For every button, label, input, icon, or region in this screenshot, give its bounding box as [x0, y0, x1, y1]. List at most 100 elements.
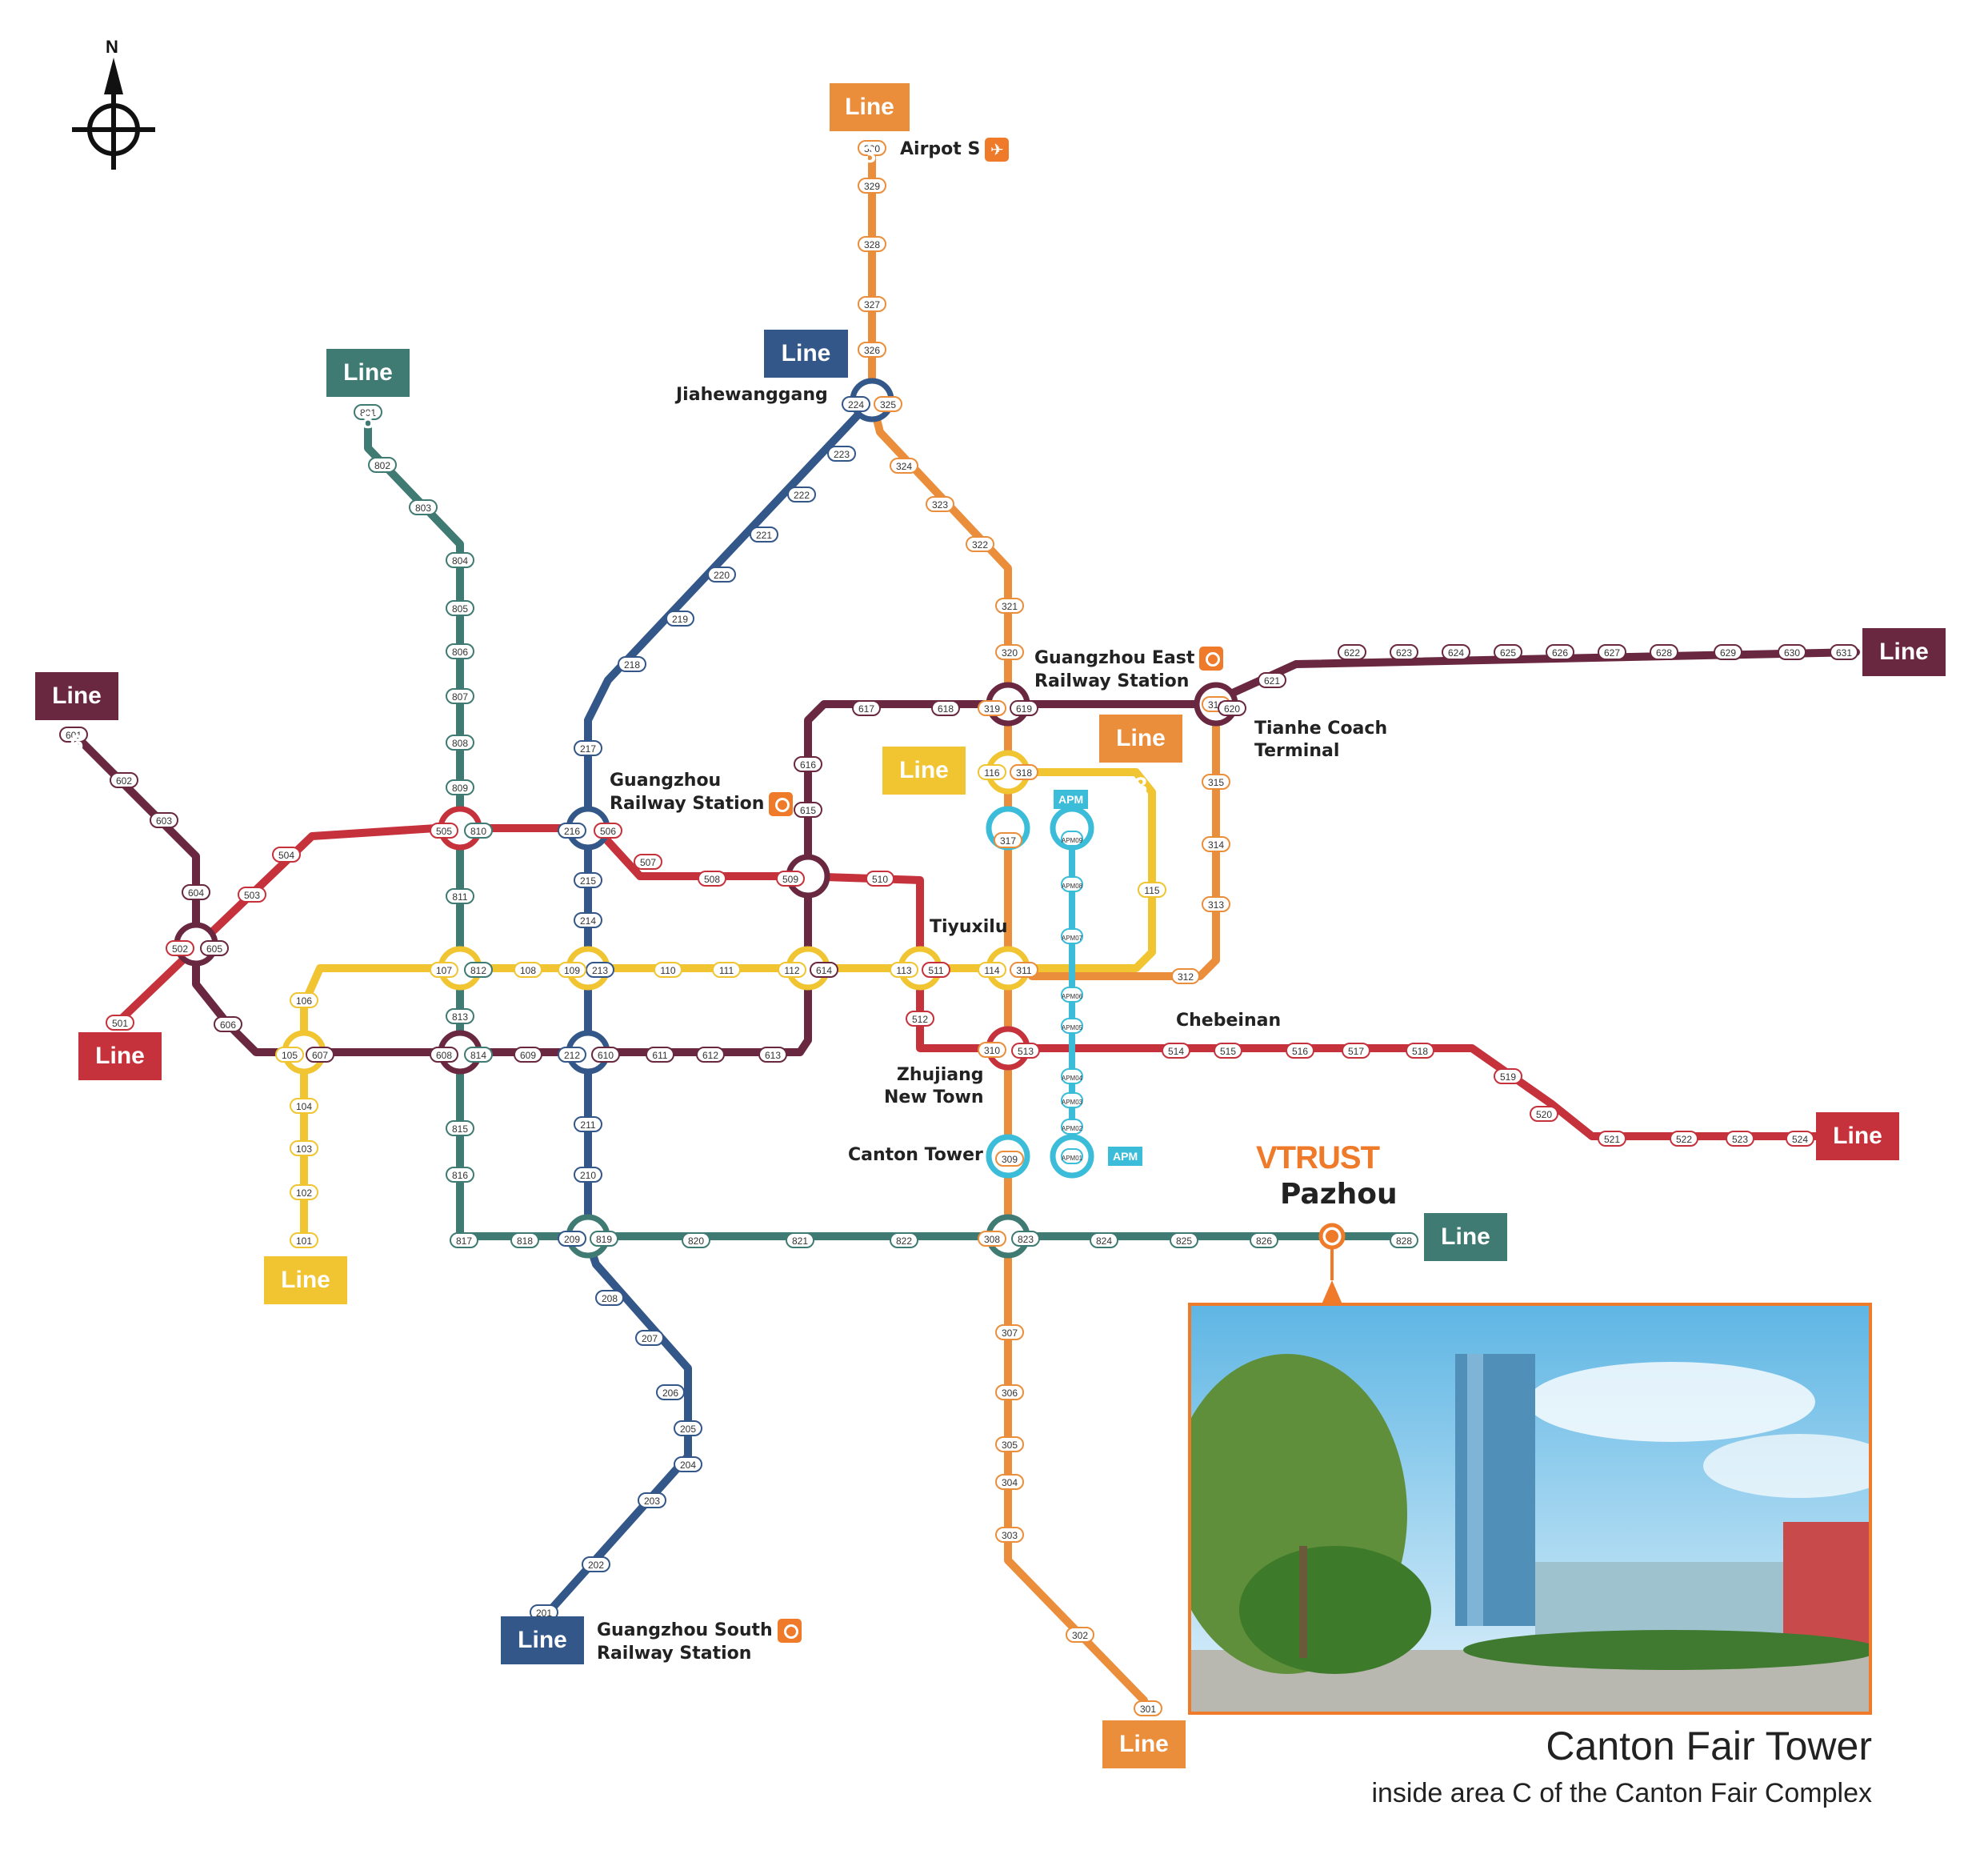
jiahewanggang-label[interactable]: Jiahewanggang	[676, 384, 828, 406]
station-code-line1-107: 107	[436, 965, 452, 976]
station-code-line6-603: 603	[156, 815, 172, 827]
station-code-line3-313: 313	[1208, 899, 1224, 911]
station-code-line2-218: 218	[624, 659, 640, 671]
station-code-line6-604: 604	[188, 887, 204, 899]
station-code-line5-513: 513	[1018, 1046, 1034, 1057]
station-code-line3-323: 323	[932, 499, 948, 511]
station-code-apm-APM05: APM05	[1062, 1024, 1083, 1031]
station-code-line6-628: 628	[1656, 647, 1672, 659]
station-code-line2-223: 223	[834, 449, 850, 460]
apm-tag-bottom[interactable]: APM	[1108, 1147, 1142, 1166]
station-code-apm-APM01: APM01	[1062, 1155, 1083, 1162]
gz-south-label[interactable]: Guangzhou South Railway Station	[597, 1619, 802, 1665]
line6-tag-left[interactable]: Line 6	[35, 672, 118, 720]
airplane-icon: ✈	[985, 138, 1009, 162]
gz-east-name-1: Guangzhou East	[1034, 648, 1194, 668]
station-code-line2-209: 209	[564, 1234, 580, 1245]
station-code-line2-210: 210	[580, 1170, 596, 1181]
station-code-line2-216: 216	[564, 826, 580, 837]
station-code-line6-605: 605	[206, 943, 222, 955]
line8-tag-right[interactable]: Line 8	[1424, 1213, 1507, 1261]
station-code-line3-320: 320	[1002, 647, 1018, 659]
gz-east-label[interactable]: Guangzhou East Railway Station	[1034, 647, 1223, 693]
line3-tag-bottom[interactable]: Line 3	[1102, 1720, 1186, 1768]
station-code-line3-318: 318	[1016, 767, 1032, 779]
line6-tag-right[interactable]: Line 6	[1862, 628, 1946, 676]
station-code-line3-310: 310	[984, 1045, 1000, 1056]
station-code-line8-828: 828	[1396, 1235, 1412, 1247]
station-code-line5-516: 516	[1292, 1046, 1308, 1057]
station-code-line8-813: 813	[452, 1011, 468, 1023]
station-code-line2-206: 206	[662, 1387, 678, 1399]
station-code-line1-101: 101	[296, 1235, 312, 1247]
caption-title: Canton Fair Tower	[1546, 1723, 1872, 1769]
chebeinan-label[interactable]: Chebeinan	[1176, 1010, 1281, 1032]
station-code-line3-301: 301	[1140, 1704, 1156, 1715]
pazhou-marker[interactable]	[1321, 1225, 1343, 1304]
station-code-line2-219: 219	[672, 614, 688, 625]
station-code-line5-521: 521	[1604, 1134, 1620, 1145]
station-code-line5-510: 510	[872, 874, 888, 885]
canton-tower-label[interactable]: Canton Tower	[848, 1144, 983, 1167]
station-code-line3-303: 303	[1002, 1530, 1018, 1541]
station-code-line1-108: 108	[520, 965, 536, 976]
line2-tag-top[interactable]: Line 2	[764, 330, 848, 378]
station-code-line6-619: 619	[1016, 703, 1032, 715]
station-code-line1-104: 104	[296, 1101, 312, 1112]
station-code-line6-612: 612	[702, 1050, 718, 1061]
airport-name: Airpot S	[900, 139, 980, 159]
station-code-line6-629: 629	[1720, 647, 1736, 659]
gz-rail-name-1: Guangzhou	[610, 770, 793, 792]
station-code-apm-APM02: APM02	[1062, 1125, 1083, 1132]
station-code-line5-508: 508	[704, 874, 720, 885]
station-code-line8-820: 820	[688, 1235, 704, 1247]
station-code-line2-204: 204	[680, 1460, 696, 1471]
zhujiang-name-1: Zhujiang	[884, 1064, 984, 1087]
station-code-line3-329: 329	[864, 181, 880, 192]
station-code-line6-631: 631	[1836, 647, 1852, 659]
station-code-line6-602: 602	[116, 775, 132, 787]
line3-tag-top[interactable]: Line 3	[830, 83, 910, 131]
station-code-line6-627: 627	[1604, 647, 1620, 659]
station-code-line8-811: 811	[452, 891, 467, 903]
line3-tag-mid[interactable]: Line 3	[1099, 715, 1182, 763]
station-code-line2-214: 214	[580, 915, 596, 927]
line5-tag-right[interactable]: Line 5	[1816, 1112, 1899, 1160]
station-code-line2-217: 217	[580, 743, 596, 755]
station-code-line6-607: 607	[312, 1050, 328, 1061]
zhujiang-label[interactable]: Zhujiang New Town	[884, 1064, 984, 1109]
station-code-line8-815: 815	[452, 1123, 468, 1135]
station-code-line2-221: 221	[756, 530, 772, 541]
station-code-line1-102: 102	[296, 1187, 312, 1199]
gz-south-name-2: Railway Station	[597, 1643, 802, 1665]
station-code-line2-224: 224	[848, 399, 864, 410]
station-code-line6-630: 630	[1784, 647, 1800, 659]
station-code-line5-509: 509	[782, 874, 798, 885]
line1-tag-mid[interactable]: Line 1	[882, 747, 966, 795]
station-code-line6-614: 614	[816, 965, 832, 976]
station-code-line2-213: 213	[592, 965, 608, 976]
gz-rail-label[interactable]: Guangzhou Railway Station	[610, 770, 793, 816]
station-code-line2-207: 207	[642, 1333, 658, 1344]
station-code-line6-610: 610	[598, 1050, 614, 1061]
line1-tag-bottom[interactable]: Line 1	[264, 1256, 347, 1304]
tiyuxilu-label[interactable]: Tiyuxilu	[930, 916, 1008, 939]
line5-tag-left[interactable]: Line 5	[78, 1032, 162, 1080]
line8-tag-top[interactable]: Line 8	[326, 349, 410, 397]
tianhe-coach-label[interactable]: Tianhe Coach Terminal	[1254, 718, 1387, 763]
railway-station-icon	[1199, 647, 1223, 671]
tianhe-name-2: Terminal	[1254, 740, 1387, 763]
vtrust-logo: VTRUST	[1256, 1140, 1379, 1176]
station-code-line8-817: 817	[456, 1235, 472, 1247]
apm-tag-top[interactable]: APM	[1054, 790, 1088, 809]
line2-tag-bottom[interactable]: Line 2	[501, 1616, 584, 1664]
station-code-apm-APM06: APM06	[1062, 993, 1083, 1000]
station-code-line2-208: 208	[602, 1293, 618, 1304]
station-code-line5-504: 504	[278, 850, 294, 861]
station-code-line8-807: 807	[452, 691, 468, 703]
station-code-line2-205: 205	[680, 1424, 696, 1435]
station-code-line3-305: 305	[1002, 1440, 1018, 1451]
airport-label[interactable]: Airpot S✈	[900, 138, 1009, 162]
station-code-line3-325: 325	[880, 399, 896, 410]
station-code-line2-211: 211	[580, 1119, 595, 1131]
